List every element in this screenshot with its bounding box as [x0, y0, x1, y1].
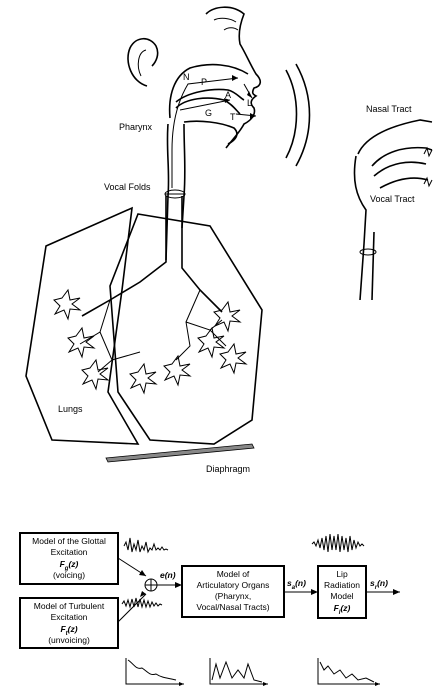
- spectrum-curve: [212, 662, 262, 682]
- glottal-box-line4: (voicing): [53, 570, 85, 580]
- lip-box-line1: Lip: [336, 569, 348, 579]
- arrowhead: [263, 682, 268, 686]
- articulatory-spectrum-plot: [210, 658, 268, 686]
- glottal-box-line2: Excitation: [51, 547, 88, 557]
- label-nasal-tract: Nasal Tract: [366, 104, 412, 114]
- label-vocal-tract: Vocal Tract: [370, 194, 415, 204]
- label-l: L: [247, 98, 252, 108]
- arrowhead: [311, 589, 318, 595]
- articulatory-box-line3: (Pharynx,: [215, 591, 251, 601]
- ear-inner: [138, 50, 146, 76]
- palate: [176, 90, 244, 103]
- glottal-spectrum-plot: [126, 658, 184, 686]
- alveoli-star: [130, 364, 156, 393]
- articulatory-box-line2: Articulatory Organs: [197, 580, 270, 590]
- turbulent-box-line2: Excitation: [51, 612, 88, 622]
- eyebrow: [214, 18, 236, 22]
- arrowhead: [393, 589, 400, 595]
- label-n: N: [183, 72, 190, 82]
- tract-schematic: [354, 120, 432, 300]
- label-vocal-folds: Vocal Folds: [104, 182, 151, 192]
- glottal-fn-arg: (z): [68, 559, 78, 569]
- lip-box-line3: Model: [330, 591, 353, 601]
- articulatory-box-line1: Model of: [217, 569, 250, 579]
- lip-box-line2: Radiation: [324, 580, 360, 590]
- arrowhead: [179, 682, 184, 686]
- signal-sr-arg: (n): [377, 578, 388, 588]
- label-diaphragm: Diaphragm: [206, 464, 250, 474]
- tract-back-wall: [354, 156, 366, 300]
- tract-front-wall: [372, 232, 374, 300]
- arrowhead: [247, 91, 252, 98]
- glottal-waveform-icon: [124, 538, 168, 552]
- turbulent-box-line1: Model of Turbulent: [34, 601, 105, 611]
- arrowhead: [232, 75, 238, 81]
- arrowhead: [139, 570, 146, 576]
- label-g: G: [205, 108, 212, 118]
- glottal-box-line1: Model of the Glottal: [32, 536, 106, 546]
- output-spectrum-plot: [318, 658, 380, 686]
- arrowhead: [140, 591, 146, 597]
- head-drawing: [128, 7, 310, 260]
- label-p: P: [201, 77, 207, 87]
- output-waveform-icon: [312, 534, 364, 552]
- right-lung-outline: [110, 214, 262, 444]
- jaw: [184, 121, 237, 144]
- signal-sa-arg: (n): [295, 578, 306, 588]
- spectrum-curve: [320, 662, 374, 682]
- articulatory-box-line4: Vocal/Nasal Tracts): [196, 602, 269, 612]
- radiation-arc-outer: [296, 64, 310, 166]
- vocal-tract-bottom: [380, 178, 428, 188]
- radiation-arc-inner: [286, 70, 297, 158]
- label-a: A: [225, 90, 231, 100]
- arrowhead: [375, 682, 380, 686]
- signal-e-label: e(n): [160, 570, 176, 580]
- lip-fn-arg: (z): [340, 603, 350, 613]
- lungs-drawing: [26, 196, 262, 462]
- turbulent-box-line4: (unvoicing): [48, 635, 90, 645]
- nasal-tract-top: [358, 120, 432, 154]
- alveoli-star: [68, 328, 94, 357]
- alveoli-star: [164, 356, 190, 385]
- label-t: T: [230, 112, 236, 122]
- vocal-tract-top: [374, 162, 426, 176]
- label-pharynx: Pharynx: [119, 122, 153, 132]
- ear-outline: [128, 39, 158, 86]
- trachea-left: [82, 196, 166, 316]
- arrowhead: [175, 582, 182, 588]
- signal-sa-label: sa(n): [287, 578, 306, 591]
- alveoli-star: [82, 360, 108, 389]
- eye: [224, 28, 238, 30]
- left-bronchi: [80, 300, 140, 372]
- alveoli-star: [214, 302, 240, 331]
- signal-sr-label: sr(n): [370, 578, 388, 591]
- alveoli-star: [198, 328, 224, 357]
- turbulent-waveform-icon: [122, 598, 162, 607]
- alveoli-star: [54, 290, 80, 319]
- turbulent-fn-arg: (z): [68, 624, 78, 634]
- diaphragm-bar: [106, 444, 254, 462]
- label-lungs: Lungs: [58, 404, 83, 414]
- spectrum-curve: [128, 660, 176, 680]
- trachea-right: [182, 196, 222, 312]
- arrowhead: [250, 113, 256, 119]
